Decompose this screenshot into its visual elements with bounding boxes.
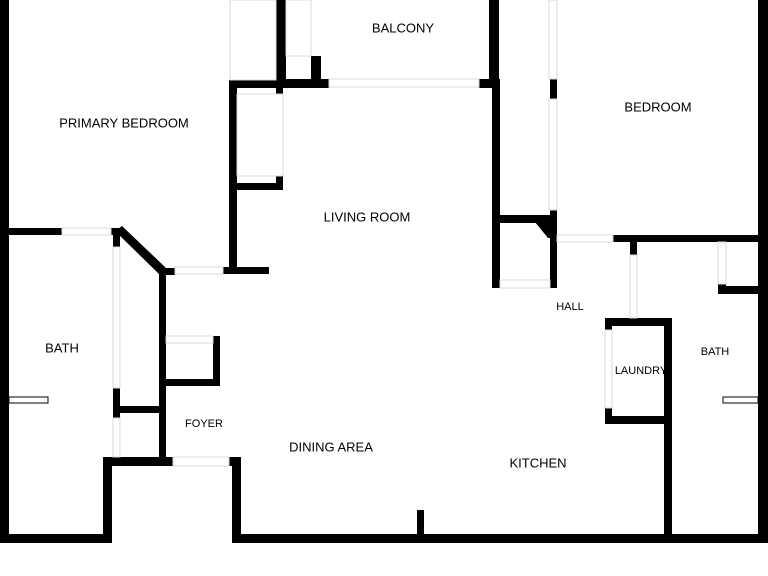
wall-entry-right-down <box>232 457 241 543</box>
label-bedroom: BEDROOM <box>624 99 691 114</box>
wall-bedroom-closet-diagonal <box>530 216 556 238</box>
wall-bath-bottom-left <box>103 457 112 543</box>
wall-balcony-left <box>276 0 286 88</box>
wall-bedroom-closet-front <box>550 79 557 99</box>
wall-bath-right-closet <box>718 286 768 294</box>
wall-bath-closet-left-low <box>113 388 120 418</box>
label-living-room: LIVING ROOM <box>324 209 411 224</box>
wall-right-outer <box>758 0 768 543</box>
label-foyer: FOYER <box>185 418 223 430</box>
wall-bath-closet-right <box>159 268 166 466</box>
wall-living-left <box>229 80 237 274</box>
bath-right-door <box>629 254 638 319</box>
bedroom-closet-door <box>548 98 558 211</box>
foyer-closet-door <box>165 335 214 344</box>
wall-bedroom-bottom <box>613 235 768 242</box>
primary-bedroom-door <box>174 266 224 275</box>
wall-balcony-post <box>311 56 321 88</box>
label-bath-right: BATH <box>701 346 730 358</box>
wall-bath-right-closet-left <box>718 284 726 294</box>
wall-foyer-closet-bottom <box>164 379 220 386</box>
hall-closet-door <box>499 279 551 289</box>
wall-bath-right-top <box>159 268 175 275</box>
balcony-sliding-door <box>328 78 480 88</box>
room-labels: BALCONY PRIMARY BEDROOM BEDROOM LIVING R… <box>45 20 729 470</box>
label-balcony: BALCONY <box>372 20 434 35</box>
label-kitchen: KITCHEN <box>509 455 566 470</box>
wall-foyer-closet-right <box>213 336 220 386</box>
primary-bath-door <box>61 227 112 236</box>
wall-balcony-right-bottom <box>479 79 499 88</box>
wall-living-right <box>492 79 500 288</box>
bedroom-door <box>556 234 614 243</box>
primary-closet-left-door <box>229 0 277 81</box>
bath-right-window <box>722 396 759 404</box>
bath-right-closet-door <box>717 241 727 285</box>
wall-bottom-left <box>0 534 111 543</box>
balcony-left-window <box>285 0 312 57</box>
wall-bedroom-closet-top <box>498 215 556 223</box>
wall-laundry-top <box>605 318 671 326</box>
wall-dining-stub <box>417 510 424 540</box>
wall-laundry-left-top <box>605 318 612 330</box>
label-laundry: LAUNDRY <box>615 365 668 377</box>
wall-primary-bath-top <box>0 228 62 235</box>
entry-door <box>172 456 230 467</box>
laundry-door <box>604 329 613 409</box>
wall-closet-bottom <box>229 183 283 190</box>
wall-left-outer <box>0 0 9 543</box>
wall-bedroom-closet-right <box>550 210 557 288</box>
wall-bath-bottom <box>103 457 173 466</box>
bedroom-closet-upper-door <box>548 0 558 80</box>
primary-closet-door <box>236 93 284 177</box>
wall-closet-top <box>229 80 282 88</box>
openings <box>8 0 759 467</box>
wall-balcony-left-bottom <box>276 79 329 88</box>
label-dining-area: DINING AREA <box>289 439 373 454</box>
walls <box>0 0 768 543</box>
wall-kitchen-right <box>664 318 672 543</box>
label-bath-left: BATH <box>45 340 79 355</box>
wall-bottom-right <box>232 534 768 543</box>
primary-bath-lower-door <box>112 417 121 458</box>
wall-bath-closet-divider <box>113 406 165 413</box>
wall-laundry-bottom <box>605 416 671 424</box>
label-hall: HALL <box>556 301 584 313</box>
wall-balcony-right <box>489 0 499 88</box>
wall-hall-door-post <box>630 235 637 255</box>
primary-bath-closet-door <box>112 246 121 389</box>
wall-bath-closet-left-top <box>113 233 120 247</box>
label-primary-bedroom: PRIMARY BEDROOM <box>59 115 189 130</box>
bath-left-window <box>8 396 49 404</box>
wall-diagonal-corner <box>115 226 166 274</box>
wall-living-left-bottom <box>223 267 269 274</box>
